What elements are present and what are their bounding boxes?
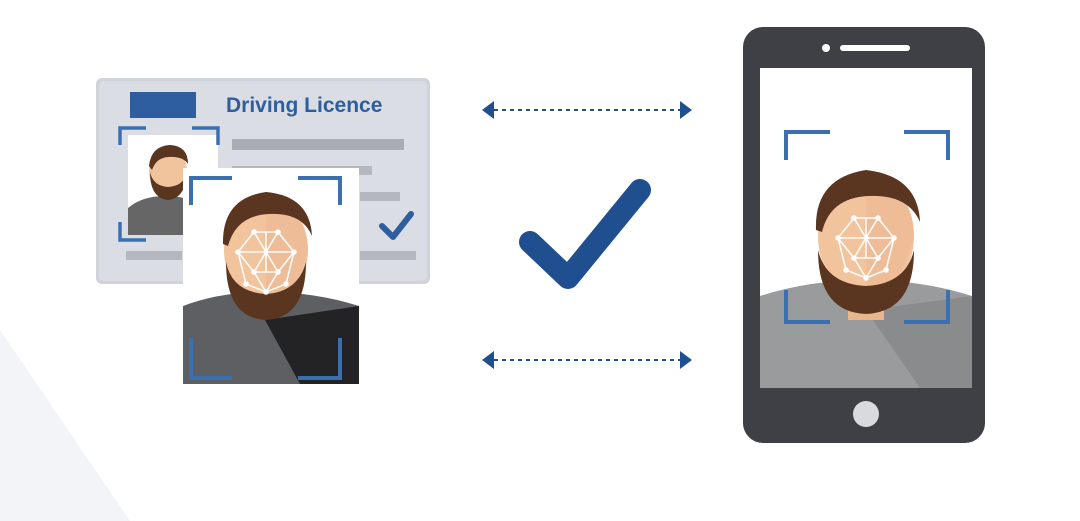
- camera-icon: [822, 44, 830, 52]
- licence-photo-large: [183, 168, 359, 384]
- licence-text-line: [360, 251, 416, 260]
- face-scan-frame-small: [118, 126, 220, 242]
- licence-text-line: [360, 192, 400, 201]
- double-arrow-icon: [482, 101, 692, 119]
- home-button: [853, 401, 879, 427]
- background-shape: [0, 330, 130, 521]
- checkmark-icon: [519, 179, 651, 289]
- licence-text-line: [126, 251, 182, 260]
- double-arrow-icon: [482, 351, 692, 369]
- selfie-photo: [760, 170, 972, 388]
- face-scan-frame-phone: [784, 130, 950, 324]
- licence-text-line: [232, 139, 404, 150]
- checkmark-icon: [379, 211, 414, 240]
- speaker-grille: [840, 45, 910, 51]
- licence-logo-block: [130, 92, 196, 118]
- face-scan-frame-large: [189, 176, 342, 380]
- smartphone: [743, 27, 985, 443]
- licence-title: Driving Licence: [226, 94, 382, 117]
